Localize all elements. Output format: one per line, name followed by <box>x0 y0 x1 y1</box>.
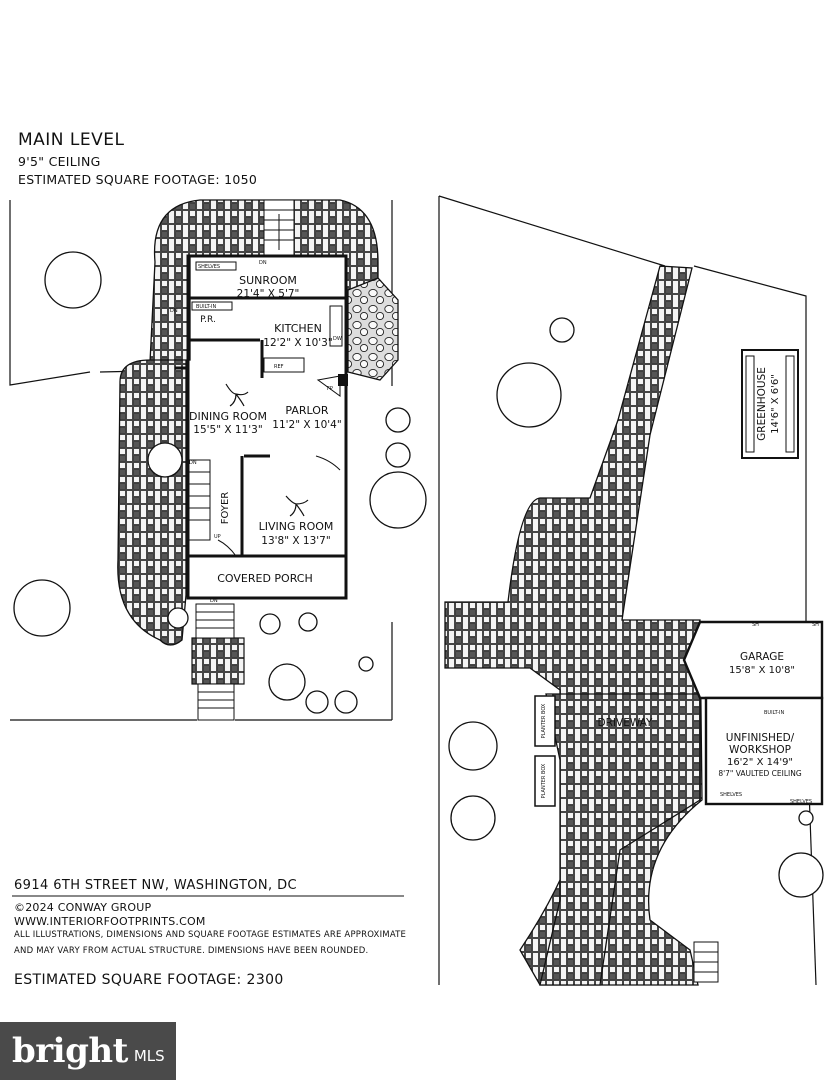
sunroom-dims: 21'4" X 5'7" <box>237 288 300 300</box>
workshop-label-2: WORKSHOP <box>729 744 791 756</box>
parlor-dims: 11'2" X 10'4" <box>272 419 341 431</box>
property-address: 6914 6TH STREET NW, WASHINGTON, DC <box>14 878 297 893</box>
tree-icon <box>13 251 427 714</box>
shelves-label: SHELVES <box>790 799 812 805</box>
stone-patio <box>347 277 399 381</box>
greenhouse-dims: 14'6" X 6'6" <box>770 374 781 434</box>
mls-logo-text: MLS <box>133 1047 165 1065</box>
disclaimer-line-1: ALL ILLUSTRATIONS, DIMENSIONS AND SQUARE… <box>14 930 407 940</box>
shelves-label: SHELVES <box>198 264 220 270</box>
plan-title: MAIN LEVEL <box>18 130 125 150</box>
tree-icon <box>448 317 824 898</box>
built-in-label: BUILT-IN <box>764 710 785 716</box>
dn-label: DN <box>259 260 267 266</box>
living-room-dims: 13'8" X 13'7" <box>261 535 330 547</box>
side-walkway-paving <box>117 359 187 646</box>
foyer-label: FOYER <box>220 492 231 525</box>
house-walls <box>175 254 348 600</box>
garage-dims: 15'8" X 10'8" <box>729 665 795 676</box>
workshop-structure <box>704 696 824 806</box>
sunroom-label: SUNROOM <box>239 274 297 287</box>
lower-parking-paving <box>539 693 701 986</box>
workshop-dims: 16'2" X 14'9" <box>727 757 793 768</box>
front-stairs <box>195 603 235 721</box>
driveway-label: DRIVEWAY <box>598 717 653 729</box>
driveway-steps <box>693 941 719 983</box>
greenhouse-label: GREENHOUSE <box>756 367 768 441</box>
dn-label: DN <box>189 460 197 466</box>
greenhouse-structure <box>741 349 799 459</box>
planter-box-label: PLANTER BOX <box>541 763 547 798</box>
ref-label: REF <box>274 364 284 370</box>
copyright-notice: ©2024 CONWAY GROUP <box>14 901 152 914</box>
planter-box-label: PLANTER BOX <box>541 703 547 738</box>
disclaimer-line-2: AND MAY VARY FROM ACTUAL STRUCTURE. DIME… <box>14 946 369 956</box>
ceiling-height: 9'5" CEILING <box>18 154 101 169</box>
dn-label: DN <box>170 308 178 314</box>
room-labels: SUNROOM 21'4" X 5'7" KITCHEN 12'2" X 10'… <box>189 274 802 778</box>
front-walk-paving <box>191 637 245 685</box>
sh-label: SH <box>752 622 759 628</box>
sh-label: SH <box>812 622 819 628</box>
covered-porch-label: COVERED PORCH <box>217 572 313 585</box>
total-square-footage: ESTIMATED SQUARE FOOTAGE: 2300 <box>14 972 284 988</box>
rear-stairs <box>263 199 295 257</box>
ceiling-fan-dining <box>225 383 249 407</box>
planter-boxes <box>534 695 556 807</box>
built-in-label: BUILT-IN <box>196 304 217 310</box>
ceiling-fan-living <box>285 495 309 517</box>
dining-room-dims: 15'5" X 11'3" <box>193 424 262 436</box>
workshop-label-1: UNFINISHED/ <box>726 732 795 744</box>
shelves-label: SHELVES <box>720 792 742 798</box>
interior-details <box>187 261 343 557</box>
bright-mls-badge: bright MLS <box>0 1022 176 1080</box>
kitchen-label: KITCHEN <box>274 322 322 335</box>
level-square-footage: ESTIMATED SQUARE FOOTAGE: 1050 <box>18 172 258 187</box>
workshop-ceiling-note: 8'7" VAULTED CEILING <box>718 769 802 778</box>
website-url[interactable]: WWW.INTERIORFOOTPRINTS.COM <box>14 915 206 928</box>
up-label: UP <box>214 534 221 540</box>
garage-label: GARAGE <box>740 651 784 663</box>
fireplace <box>338 374 348 386</box>
living-room-label: LIVING ROOM <box>259 520 334 533</box>
dn-label: DN <box>210 598 218 604</box>
powder-room-label: P.R. <box>200 315 216 325</box>
parlor-label: PARLOR <box>285 404 328 417</box>
dining-room-label: DINING ROOM <box>189 410 267 423</box>
fp-label: FP <box>327 386 333 392</box>
bright-logo-text: bright <box>12 1031 128 1071</box>
dw-label: DW <box>333 336 342 342</box>
small-labels: SHELVES BUILT-IN DN DN DN UP REF DW FP D… <box>170 260 819 805</box>
kitchen-dims: 12'2" X 10'3" <box>263 337 332 349</box>
